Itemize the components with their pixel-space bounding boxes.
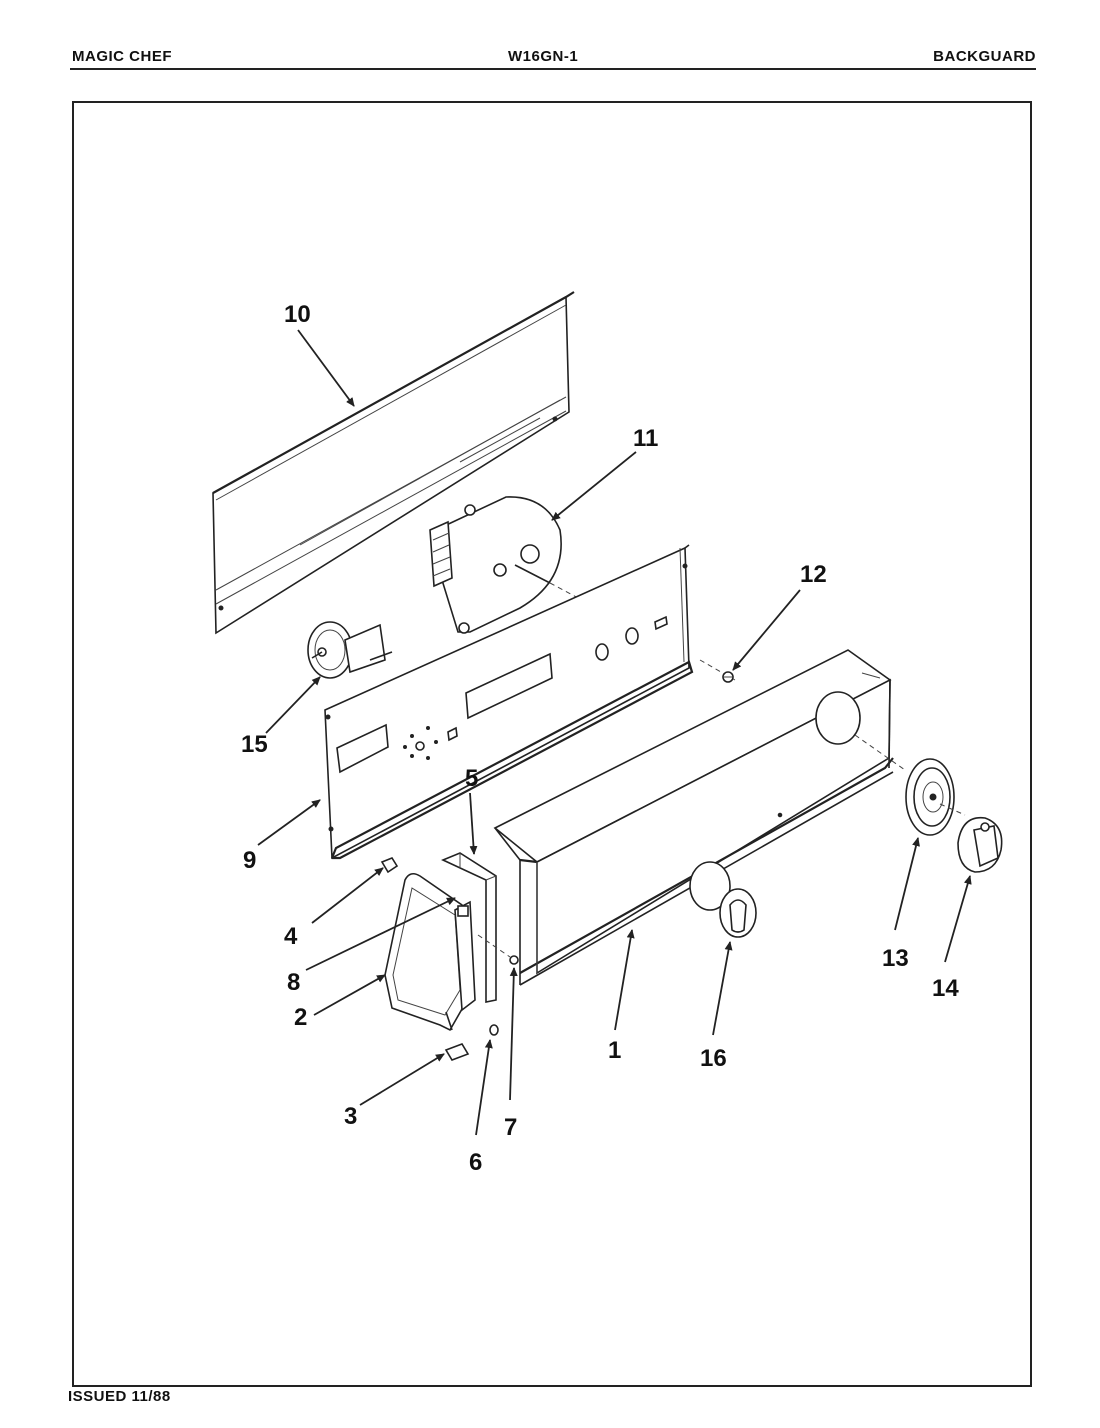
knob-part-16 [719,888,757,938]
rear-panel-part-10 [212,291,575,635]
callout-4: 4 [284,923,298,950]
backguard-main-part-1 [493,649,906,986]
brand-name: MAGIC CHEF [72,48,172,65]
callout-12: 12 [800,561,827,588]
callout-8: 8 [287,969,300,996]
callout-1: 1 [608,1037,621,1064]
control-panel-part-9 [324,544,736,860]
washer-part-6 [489,1024,499,1036]
issued-date: ISSUED 11/88 [68,1388,171,1405]
callout-2: 2 [294,1004,307,1031]
screw-part-7 [477,934,519,965]
clip-part-4 [380,857,399,874]
callout-10: 10 [284,301,311,328]
dial-knob-part-14 [957,816,1003,873]
callout-6: 6 [469,1149,482,1176]
trim-strip-part-5 [441,852,497,1003]
callout-7: 7 [504,1114,517,1141]
callout-leaders [257,329,972,1136]
callout-16: 16 [700,1045,727,1072]
switch-part-15 [307,621,393,679]
callout-13: 13 [882,945,909,972]
callout-11: 11 [633,425,658,452]
screw-part-12 [722,671,734,683]
end-cap-part-2 [384,872,476,1032]
callout-9: 9 [243,847,256,874]
callout-3: 3 [344,1103,357,1130]
section-title: BACKGUARD [933,48,1036,65]
header-rule [70,68,1036,70]
callout-15: 15 [241,731,268,758]
callout-5: 5 [465,765,478,792]
diagram-frame [72,101,1032,1387]
callout-14: 14 [932,975,959,1002]
timer-part-11 [429,496,611,634]
clip-part-3 [444,1043,470,1061]
callout-labels: 10 11 12 15 9 5 4 8 2 3 6 7 1 16 13 14 [241,301,959,1176]
model-number: W16GN-1 [508,48,579,65]
dial-ring-part-13 [905,758,966,836]
